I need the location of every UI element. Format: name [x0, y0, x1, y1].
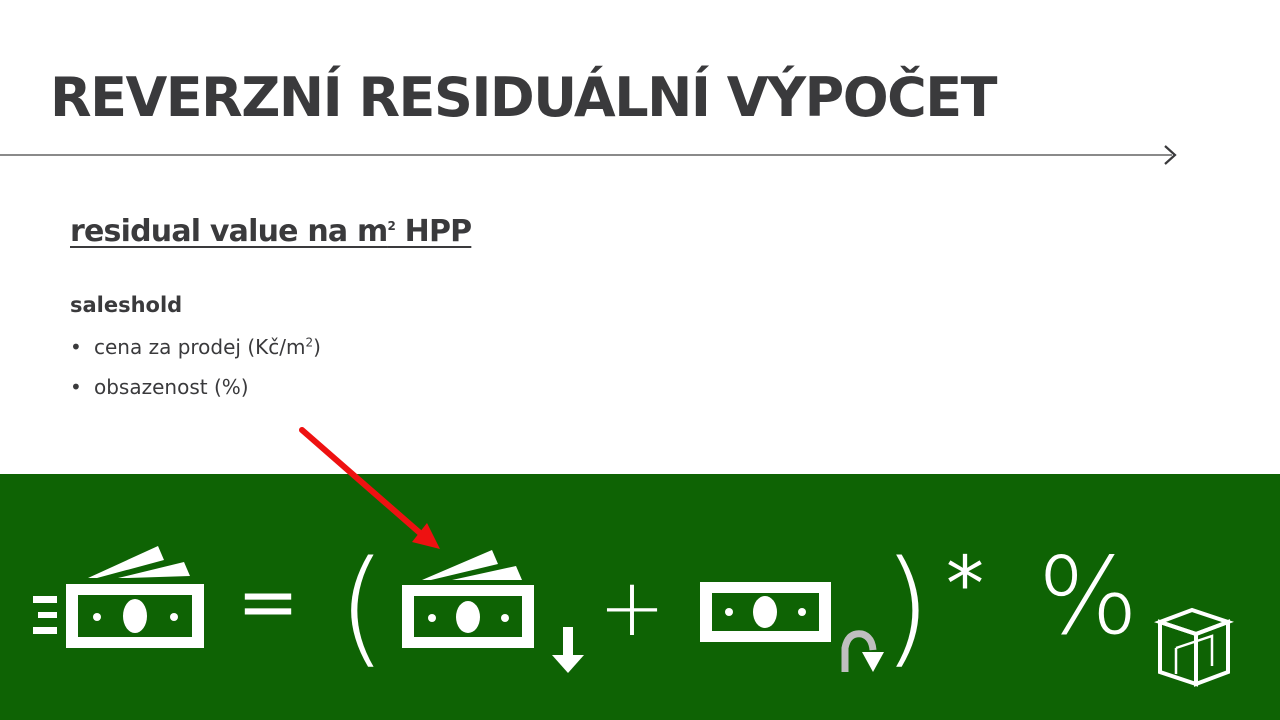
- section-heading-text: residual value na m: [70, 214, 388, 249]
- bullet-text: obsazenost (%): [94, 375, 249, 399]
- open-paren: (: [337, 533, 386, 680]
- money-fast-icon: [33, 546, 204, 648]
- bullet-tail: ): [313, 335, 321, 359]
- category-label: saleshold: [70, 293, 183, 317]
- multiply-sign: *: [946, 539, 984, 628]
- money-stack-icon: [402, 550, 534, 648]
- chevron-right-icon: [1164, 145, 1177, 165]
- title-divider: [0, 154, 1172, 156]
- section-heading-tail: HPP: [395, 214, 472, 249]
- bullet-item: cena za prodej (Kč/m2): [70, 333, 321, 373]
- rotate-arrow-icon: [841, 630, 884, 672]
- close-paren: ): [882, 533, 931, 680]
- section-heading: residual value na m2 HPP: [70, 214, 472, 249]
- plus-sign: +: [598, 561, 665, 654]
- slide-title: REVERZNÍ RESIDUÁLNÍ VÝPOČET: [50, 66, 997, 129]
- section-heading-sup: 2: [387, 219, 395, 233]
- building-cube-icon: [1154, 607, 1234, 687]
- bullet-sup: 2: [305, 335, 314, 350]
- bullet-list: cena za prodej (Kč/m2) obsazenost (%): [70, 333, 321, 413]
- formula-band: [0, 474, 1280, 720]
- formula: = ( + ) * %: [33, 533, 1234, 687]
- banknote-icon: [700, 582, 831, 642]
- bullet-item: obsazenost (%): [70, 373, 321, 413]
- bullet-text: cena za prodej (Kč/m: [94, 335, 306, 359]
- down-arrow-icon: [552, 627, 584, 673]
- percent-sign: %: [1038, 535, 1139, 658]
- equals-sign: =: [237, 559, 299, 645]
